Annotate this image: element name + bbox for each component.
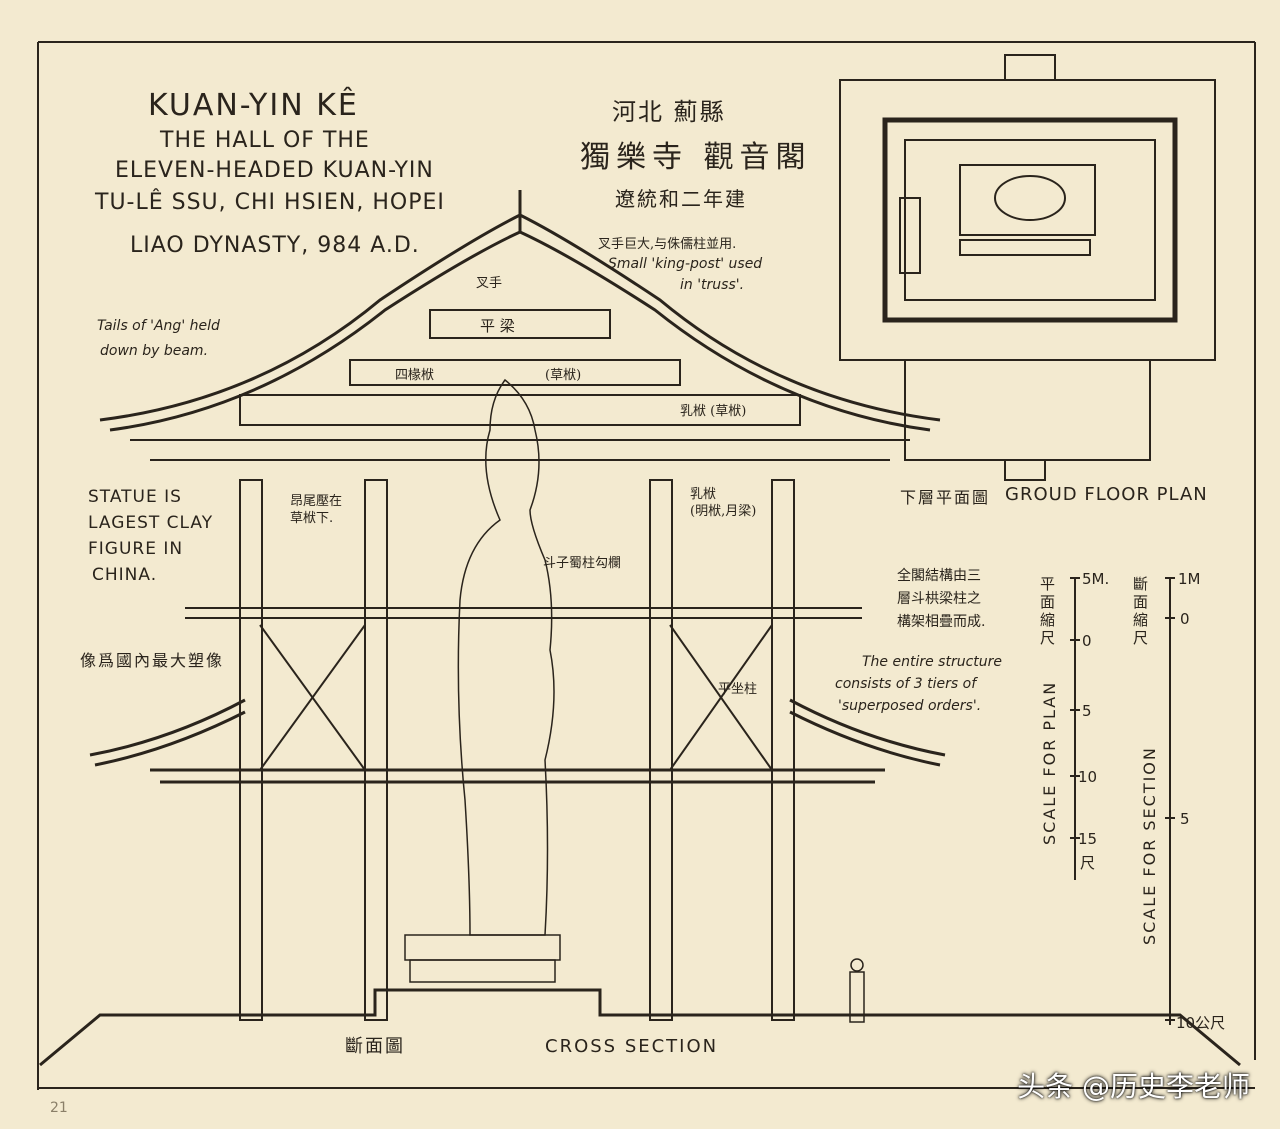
title-cn-line-1: 河北 薊縣: [612, 98, 726, 126]
upper-roof: [99, 190, 941, 432]
title-line-5: LIAO DYNASTY, 984 A.D.: [130, 233, 420, 258]
ang-tail-note-1: Tails of 'Ang' held: [97, 318, 220, 334]
chashou-label: 叉手: [476, 276, 503, 291]
roof-beams: [130, 309, 910, 461]
structure-note-en-2: consists of 3 tiers of: [835, 676, 977, 692]
doukou-label: 斗子蜀柱勾欄: [543, 556, 622, 571]
mingfu-label: (明栿,月梁): [690, 504, 757, 519]
section-tick-10: 10公尺: [1176, 1014, 1226, 1032]
section-label-cn: 斷面圖: [345, 1036, 405, 1057]
section-label-en: CROSS SECTION: [545, 1036, 719, 1057]
statue-note-1: STATUE IS: [88, 487, 182, 507]
watermark: 头条 @历史李老师: [1017, 1070, 1250, 1103]
title-cn-line-3: 遼統和二年建: [615, 187, 747, 211]
caofu-label: (草栿): [545, 368, 582, 383]
section-scale-en: SCALE FOR SECTION: [1140, 746, 1159, 945]
kuan-yin-statue: [404, 378, 561, 983]
plan-label-cn: 下層平面圖: [900, 488, 991, 507]
rufu-mid-label: 乳栿: [690, 487, 717, 502]
pingzuo-label: 平坐柱: [718, 682, 758, 697]
title-line-2: THE HALL OF THE: [160, 128, 370, 153]
pingliang-label: 平 梁: [480, 317, 515, 335]
plan-tick-10: 10: [1078, 768, 1098, 786]
structure-note-cn-2: 層斗栱梁柱之: [897, 591, 981, 607]
kingpost-note-en-1: Small 'king-post' used: [608, 256, 763, 272]
page-number: 21: [50, 1100, 68, 1116]
plan-tick-5: 5: [1082, 702, 1092, 720]
structure-note-en-1: The entire structure: [862, 654, 1003, 670]
lower-roof: [89, 698, 946, 784]
columns: [239, 479, 795, 1021]
plan-scale-en: SCALE FOR PLAN: [1040, 680, 1059, 845]
title-line-4: TU-LÊ SSU, CHI HSIEN, HOPEI: [95, 190, 445, 215]
plan-tick-5m: 5M.: [1082, 570, 1110, 588]
title-line-1: KUAN-YIN KÊ: [148, 88, 359, 123]
platform-base: [39, 988, 1241, 1067]
section-tick-1m: 1M: [1178, 570, 1201, 588]
scale-bars: [1070, 577, 1175, 1025]
statue-note-3: FIGURE IN: [88, 539, 184, 559]
angwei-label-2: 草栿下.: [290, 511, 334, 526]
sichuanfu-label: 四椽栿: [395, 368, 435, 383]
kingpost-note-cn: 叉手巨大,与侏儒柱並用.: [598, 237, 737, 252]
structure-note-cn-3: 構架相疊而成.: [897, 614, 986, 630]
title-cn-line-2: 獨樂寺 觀音閣: [580, 140, 812, 175]
plan-tick-chi: 尺: [1080, 854, 1096, 872]
plan-label-en: GROUD FLOOR PLAN: [1005, 484, 1208, 505]
statue-note-4: CHINA.: [92, 565, 158, 585]
ang-tail-note-2: down by beam.: [100, 343, 209, 359]
plan-tick-0: 0: [1082, 632, 1092, 650]
angwei-label-1: 昂尾壓在: [290, 494, 343, 509]
middle-floor: [185, 607, 862, 771]
ground-floor-plan: [839, 54, 1216, 481]
plan-scale-cn: 平面縮尺: [1040, 575, 1056, 647]
human-scale-figure: [849, 958, 865, 1023]
kingpost-note-en-2: in 'truss'.: [680, 277, 745, 293]
title-line-3: ELEVEN-HEADED KUAN-YIN: [115, 158, 434, 183]
section-tick-0: 0: [1180, 610, 1190, 628]
plan-tick-15: 15: [1078, 830, 1098, 848]
structure-note-cn-1: 全閣結構由三: [897, 568, 981, 584]
section-scale-cn: 斷面縮尺: [1133, 575, 1149, 647]
section-tick-5: 5: [1180, 810, 1190, 828]
structure-note-en-3: 'superposed orders'.: [838, 698, 982, 714]
statue-note-2: LAGEST CLAY: [88, 513, 214, 533]
rufu-top-label: 乳栿 (草栿): [680, 404, 747, 419]
statue-note-cn: 像爲國內最大塑像: [80, 651, 225, 670]
